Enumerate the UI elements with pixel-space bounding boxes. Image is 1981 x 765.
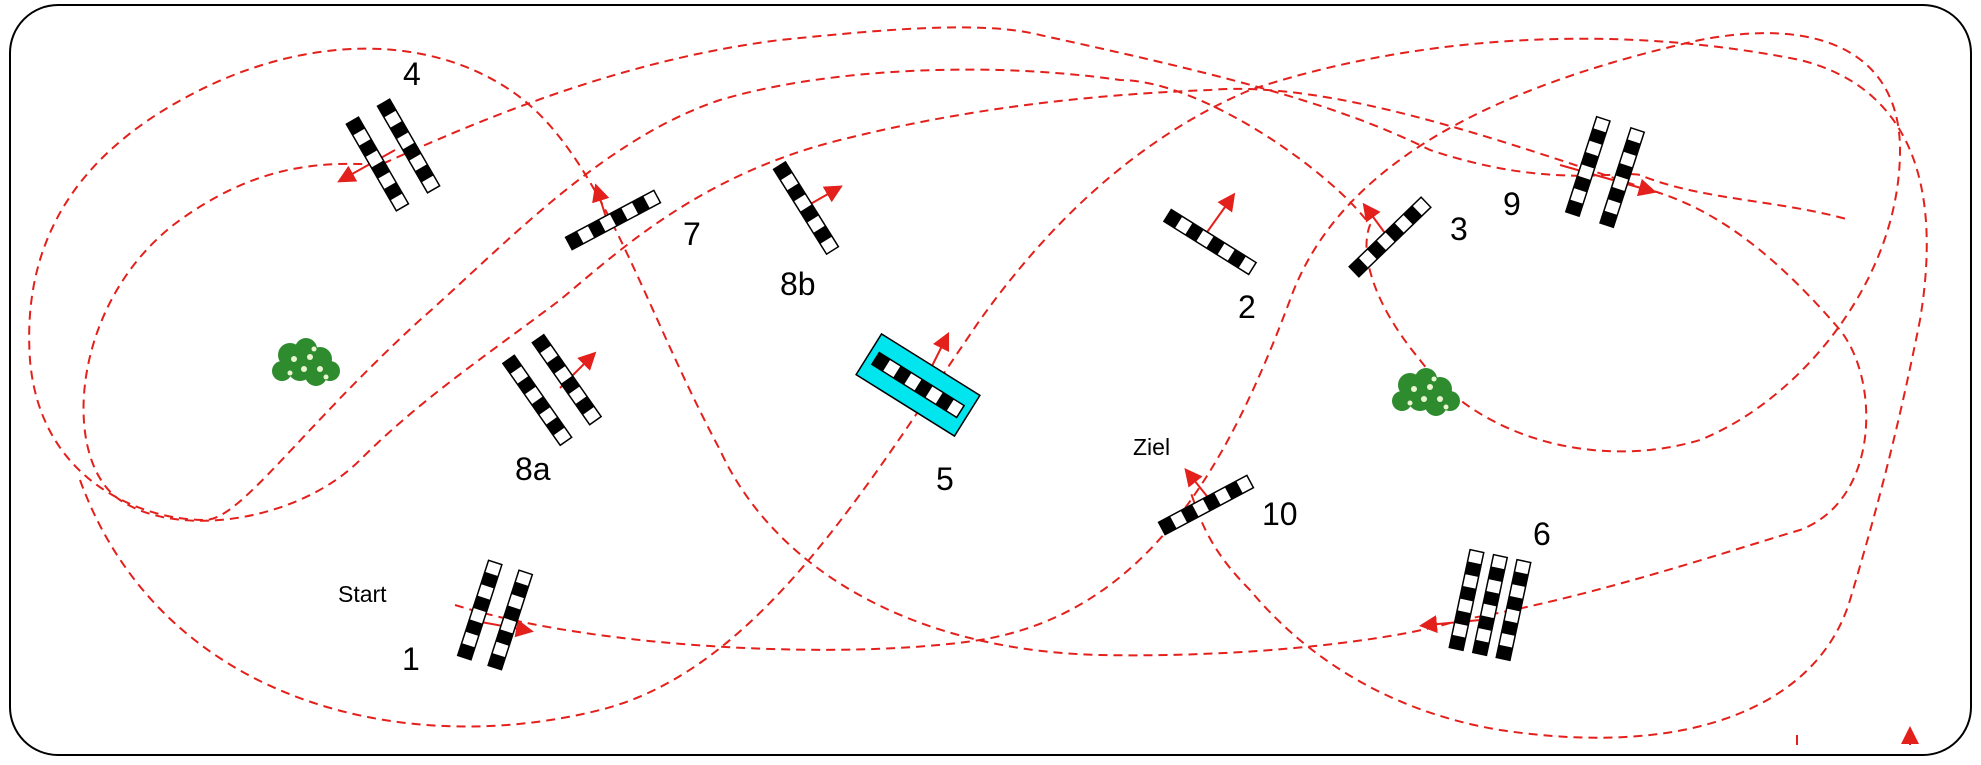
shrub-icon <box>272 338 340 386</box>
obstacle-5 <box>855 332 981 438</box>
finish-label: Ziel <box>1133 434 1170 460</box>
obstacle-6-label: 6 <box>1533 516 1551 552</box>
obstacle-4 <box>345 98 441 212</box>
obstacle-8b-label: 8b <box>780 266 816 302</box>
obstacle-9 <box>1565 115 1645 229</box>
obstacle-8b <box>772 161 840 255</box>
obstacle-1-label: 1 <box>402 641 420 677</box>
obstacle-8a-label: 8a <box>515 451 551 487</box>
arena-border <box>9 4 1972 756</box>
obstacle-10 <box>1157 474 1255 536</box>
obstacle-5-label: 5 <box>936 461 954 497</box>
obstacle-4-label: 4 <box>403 56 421 92</box>
obstacle-3-label: 3 <box>1450 211 1468 247</box>
obstacle-3 <box>1348 196 1432 278</box>
start-label: Start <box>338 581 387 607</box>
obstacle-7-label: 7 <box>683 216 701 252</box>
obstacle-2 <box>1163 208 1257 276</box>
course-route <box>28 26 1928 739</box>
shrub-icon <box>1392 368 1460 416</box>
obstacle-7 <box>564 189 662 251</box>
obstacle-6 <box>1448 548 1532 662</box>
obstacle-9-label: 9 <box>1503 186 1521 222</box>
obstacle-1 <box>456 559 534 671</box>
obstacle-10-label: 10 <box>1262 496 1298 532</box>
obstacle-2-label: 2 <box>1238 289 1256 325</box>
obstacle-8a <box>502 333 602 447</box>
